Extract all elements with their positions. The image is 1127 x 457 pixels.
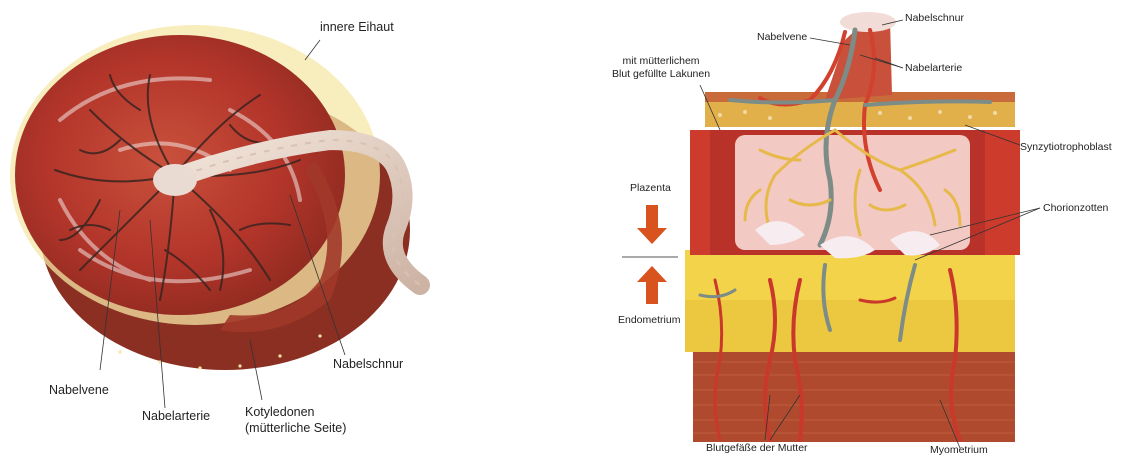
layer-arrows — [622, 205, 678, 304]
label-umbilical-vein-left: Nabelvene — [49, 383, 109, 399]
label-chorionic-villi: Chorionzotten — [1043, 202, 1108, 215]
arrow-down-icon — [637, 205, 667, 244]
label-maternal-vessels: Blutgefäße der Mutter — [706, 442, 808, 455]
label-umbilical-artery-left: Nabelarterie — [142, 409, 210, 425]
placenta-cross-section — [685, 12, 1020, 442]
label-myometrium: Myometrium — [930, 444, 988, 457]
label-inner-membrane: innere Eihaut — [320, 20, 394, 36]
label-umbilical-cord-left: Nabelschnur — [333, 357, 403, 373]
label-endometrium: Endometrium — [618, 314, 680, 327]
label-umbilical-vein-right: Nabelvene — [757, 31, 807, 44]
label-syncytiotrophoblast: Synzytiotrophoblast — [1020, 141, 1112, 154]
label-umbilical-cord-right: Nabelschnur — [905, 12, 964, 25]
placenta-disc-figure — [10, 25, 420, 370]
label-umbilical-artery-right: Nabelarterie — [905, 62, 962, 75]
label-lacunae-line1: mit mütterlichem — [612, 55, 710, 68]
arrow-up-icon — [637, 266, 667, 304]
label-lacunae-line2: Blut gefüllte Lakunen — [612, 68, 710, 81]
label-cotyledons-line1: Kotyledonen — [245, 405, 346, 421]
myometrium-layer — [693, 352, 1015, 442]
label-cotyledons: Kotyledonen (mütterliche Seite) — [245, 405, 346, 436]
label-cotyledons-line2: (mütterliche Seite) — [245, 421, 346, 437]
label-lacunae: mit mütterlichem Blut gefüllte Lakunen — [612, 55, 710, 81]
label-placenta: Plazenta — [630, 182, 671, 195]
